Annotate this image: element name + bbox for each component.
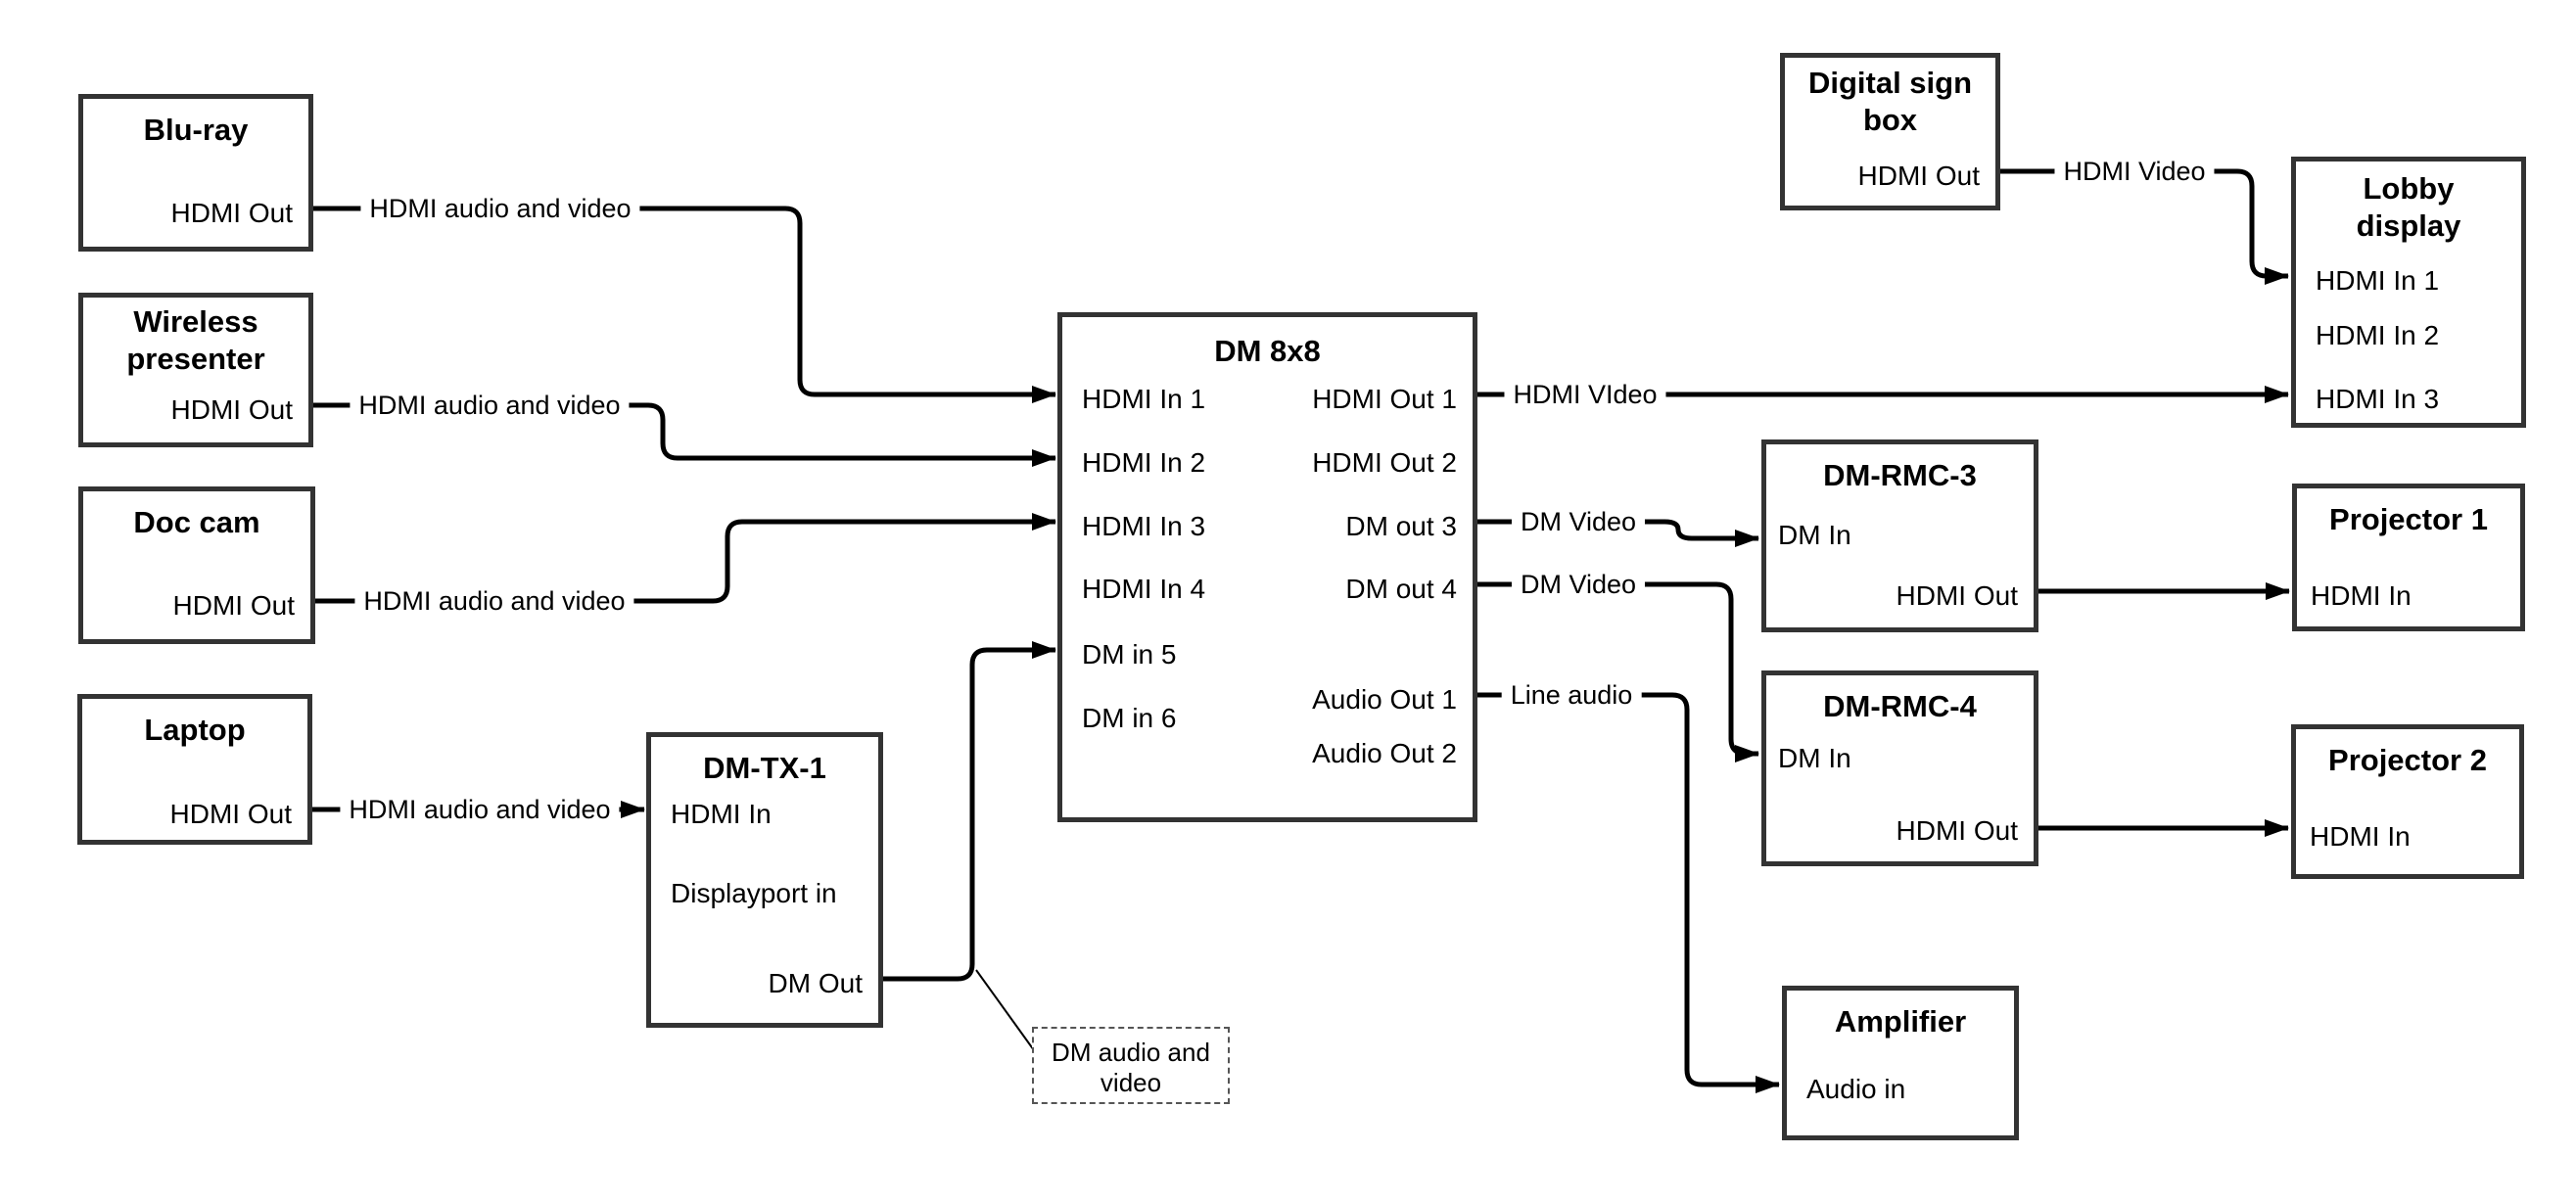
edge-wireless-to-dm8x8-in2 bbox=[312, 402, 1056, 467]
node-title: Laptop bbox=[144, 713, 246, 747]
port-dm-in: DM In bbox=[1778, 520, 1851, 550]
node-title: Digital sign box bbox=[1807, 66, 1973, 137]
edge-bluray-to-dm8x8-in1 bbox=[312, 206, 1056, 403]
node-title: Doc cam bbox=[133, 505, 260, 539]
node-amplifier: Amplifier Audio in bbox=[1782, 986, 2019, 1140]
port-audio-out-1: Audio Out 1 bbox=[1312, 684, 1457, 715]
node-title: Projector 1 bbox=[2329, 502, 2488, 536]
edge-label-laptop-av: HDMI audio and video bbox=[340, 795, 620, 824]
port-dm-in-5: DM in 5 bbox=[1082, 639, 1177, 670]
node-title: DM-TX-1 bbox=[703, 751, 826, 785]
edge-label-out3-video: DM Video bbox=[1511, 507, 1646, 536]
node-dm-8x8: DM 8x8 HDMI In 1 HDMI In 2 HDMI In 3 HDM… bbox=[1057, 312, 1477, 822]
port-dm-out-3: DM out 3 bbox=[1345, 511, 1457, 541]
port-hdmi-out: HDMI Out bbox=[1896, 815, 2018, 846]
port-hdmi-in-1: HDMI In 1 bbox=[2316, 265, 2440, 296]
note-leader-line bbox=[975, 969, 1035, 1051]
port-dm-out: DM Out bbox=[768, 968, 863, 998]
note-text: DM audio and video bbox=[1052, 1038, 1210, 1097]
port-audio-out-2: Audio Out 2 bbox=[1312, 738, 1457, 768]
node-dm-rmc-3: DM-RMC-3 DM In HDMI Out bbox=[1761, 439, 2038, 632]
port-hdmi-out: HDMI Out bbox=[1857, 161, 1980, 191]
node-title: Lobby display bbox=[2356, 171, 2461, 243]
edge-label-out1-video: HDMI VIdeo bbox=[1504, 380, 1666, 409]
node-title: Amplifier bbox=[1834, 1004, 1967, 1039]
port-dm-in: DM In bbox=[1778, 743, 1851, 773]
port-hdmi-in-2: HDMI In 2 bbox=[2316, 320, 2440, 350]
node-wireless-presenter: Wireless presenter HDMI Out bbox=[78, 293, 313, 447]
node-projector-1: Projector 1 HDMI In bbox=[2292, 484, 2525, 631]
edge-dmtx1-to-dm8x8-in5 bbox=[882, 641, 1056, 982]
note-dm-audio-video: DM audio and video bbox=[1032, 1027, 1230, 1104]
node-projector-2: Projector 2 HDMI In bbox=[2291, 724, 2524, 879]
edge-doccam-to-dm8x8-in3 bbox=[314, 513, 1056, 604]
node-title: DM 8x8 bbox=[1214, 334, 1321, 368]
node-laptop: Laptop HDMI Out bbox=[77, 694, 312, 845]
node-title: Blu-ray bbox=[143, 113, 249, 147]
port-hdmi-out: HDMI Out bbox=[172, 590, 295, 621]
edge-signbox-to-lobby-in1 bbox=[1999, 168, 2289, 285]
node-title: DM-RMC-4 bbox=[1823, 689, 1977, 723]
port-hdmi-out-1: HDMI Out 1 bbox=[1312, 384, 1457, 414]
node-blu-ray: Blu-ray HDMI Out bbox=[78, 94, 313, 252]
port-audio-in: Audio in bbox=[1806, 1074, 1906, 1104]
node-dm-tx-1: DM-TX-1 HDMI In Displayport in DM Out bbox=[646, 732, 883, 1028]
port-hdmi-out: HDMI Out bbox=[169, 799, 292, 829]
node-title: DM-RMC-3 bbox=[1823, 458, 1977, 492]
port-displayport-in: Displayport in bbox=[671, 878, 837, 908]
node-lobby-display: Lobby display HDMI In 1 HDMI In 2 HDMI I… bbox=[2291, 157, 2526, 428]
port-hdmi-out: HDMI Out bbox=[1896, 580, 2018, 611]
node-title: Wireless presenter bbox=[126, 304, 265, 376]
port-dm-out-4: DM out 4 bbox=[1345, 574, 1457, 604]
edge-dm8x8-out4-to-rmc4 bbox=[1476, 581, 1759, 762]
node-doc-cam: Doc cam HDMI Out bbox=[78, 486, 315, 644]
edge-label-audio1-line: Line audio bbox=[1501, 680, 1642, 710]
port-hdmi-in-1: HDMI In 1 bbox=[1082, 384, 1206, 414]
edge-label-bluray-av: HDMI audio and video bbox=[360, 194, 640, 223]
node-title: Projector 2 bbox=[2328, 743, 2487, 777]
node-digital-sign-box: Digital sign box HDMI Out bbox=[1780, 53, 2000, 210]
node-dm-rmc-4: DM-RMC-4 DM In HDMI Out bbox=[1761, 670, 2038, 866]
port-hdmi-in-3: HDMI In 3 bbox=[1082, 511, 1206, 541]
port-hdmi-out: HDMI Out bbox=[170, 198, 293, 228]
port-hdmi-in: HDMI In bbox=[2310, 821, 2411, 852]
port-hdmi-in: HDMI In bbox=[2311, 580, 2412, 611]
edge-dm8x8-out3-to-rmc3 bbox=[1476, 519, 1759, 547]
port-hdmi-in: HDMI In bbox=[671, 799, 772, 829]
edge-dm8x8-audio1-to-amp bbox=[1476, 692, 1780, 1093]
edge-label-doccam-av: HDMI audio and video bbox=[354, 586, 634, 616]
port-hdmi-in-3: HDMI In 3 bbox=[2316, 384, 2440, 414]
port-hdmi-in-2: HDMI In 2 bbox=[1082, 447, 1206, 478]
port-hdmi-in-4: HDMI In 4 bbox=[1082, 574, 1206, 604]
edge-label-out4-video: DM Video bbox=[1511, 570, 1646, 599]
port-hdmi-out: HDMI Out bbox=[170, 394, 293, 425]
edge-label-wireless-av: HDMI audio and video bbox=[350, 391, 630, 420]
port-dm-in-6: DM in 6 bbox=[1082, 703, 1177, 733]
edge-label-sign-video: HDMI Video bbox=[2054, 157, 2215, 186]
port-hdmi-out-2: HDMI Out 2 bbox=[1312, 447, 1457, 478]
